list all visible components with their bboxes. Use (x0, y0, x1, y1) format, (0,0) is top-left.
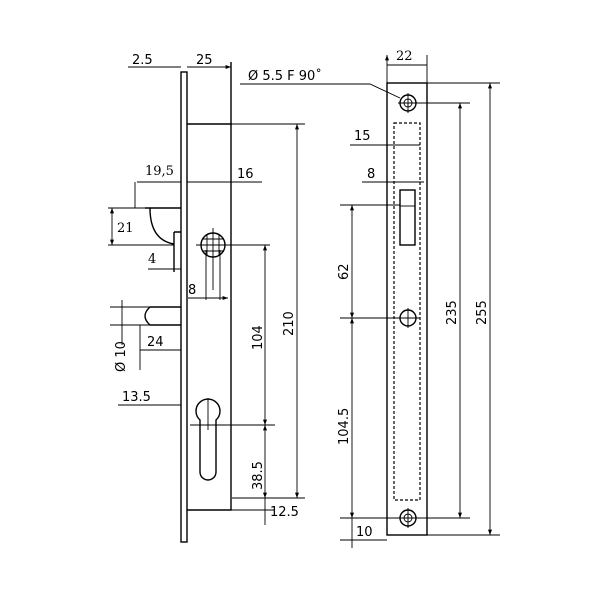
dim-bolt-diameter: Ø 10 (114, 341, 129, 372)
body-outline-hidden (393, 122, 421, 501)
dim-middle-to-bottom-hole: 104.5 (337, 408, 352, 445)
dim-body-height: 210 (282, 311, 297, 336)
dim-faceplate-thickness: 2.5 (132, 53, 153, 68)
dim-spindle-square: 8 (188, 283, 196, 298)
side-view: 2.5 25 19,5 16 21 4 8 Ø 10 24 104 210 13… (108, 53, 305, 543)
dim-top-to-middle-hole: 62 (337, 263, 352, 280)
dim-bolt-projection: 24 (147, 335, 164, 350)
dim-spindle-to-cylinder: 104 (251, 325, 266, 350)
cylinder-cutout (195, 398, 221, 481)
dim-bottom-hole-offset: 10 (356, 525, 373, 540)
latch-bolt (145, 207, 181, 272)
dim-bottom-margin: 12.5 (270, 505, 299, 520)
dim-spindle-offset: 16 (237, 167, 254, 182)
dim-body-width: 25 (196, 53, 213, 68)
deadbolt (144, 306, 181, 326)
bolt-opening (399, 189, 416, 246)
dim-cylinder-offset: 13.5 (122, 390, 151, 405)
faceplate-front (386, 82, 428, 536)
dim-hole-spacing: 235 (445, 300, 460, 325)
dim-latch-projection: 19,5 (145, 164, 174, 179)
dim-latch-gap: 4 (148, 252, 156, 267)
dim-cylinder-to-bottom: 38.5 (251, 461, 266, 490)
dim-latch-height: 21 (117, 221, 134, 236)
faceplate-side (180, 71, 188, 543)
dim-latch-opening-width: 15 (354, 129, 371, 144)
dim-faceplate-width: 22 (396, 49, 413, 64)
spindle-hub (196, 228, 270, 300)
dim-faceplate-length: 255 (475, 300, 490, 325)
dim-screw-hole: Ø 5.5 F 90˚ (248, 68, 322, 84)
front-view: Ø 5.5 F 90˚ 22 15 8 62 235 255 104.5 10 (240, 49, 500, 548)
dim-bolt-opening-width: 8 (367, 167, 375, 182)
